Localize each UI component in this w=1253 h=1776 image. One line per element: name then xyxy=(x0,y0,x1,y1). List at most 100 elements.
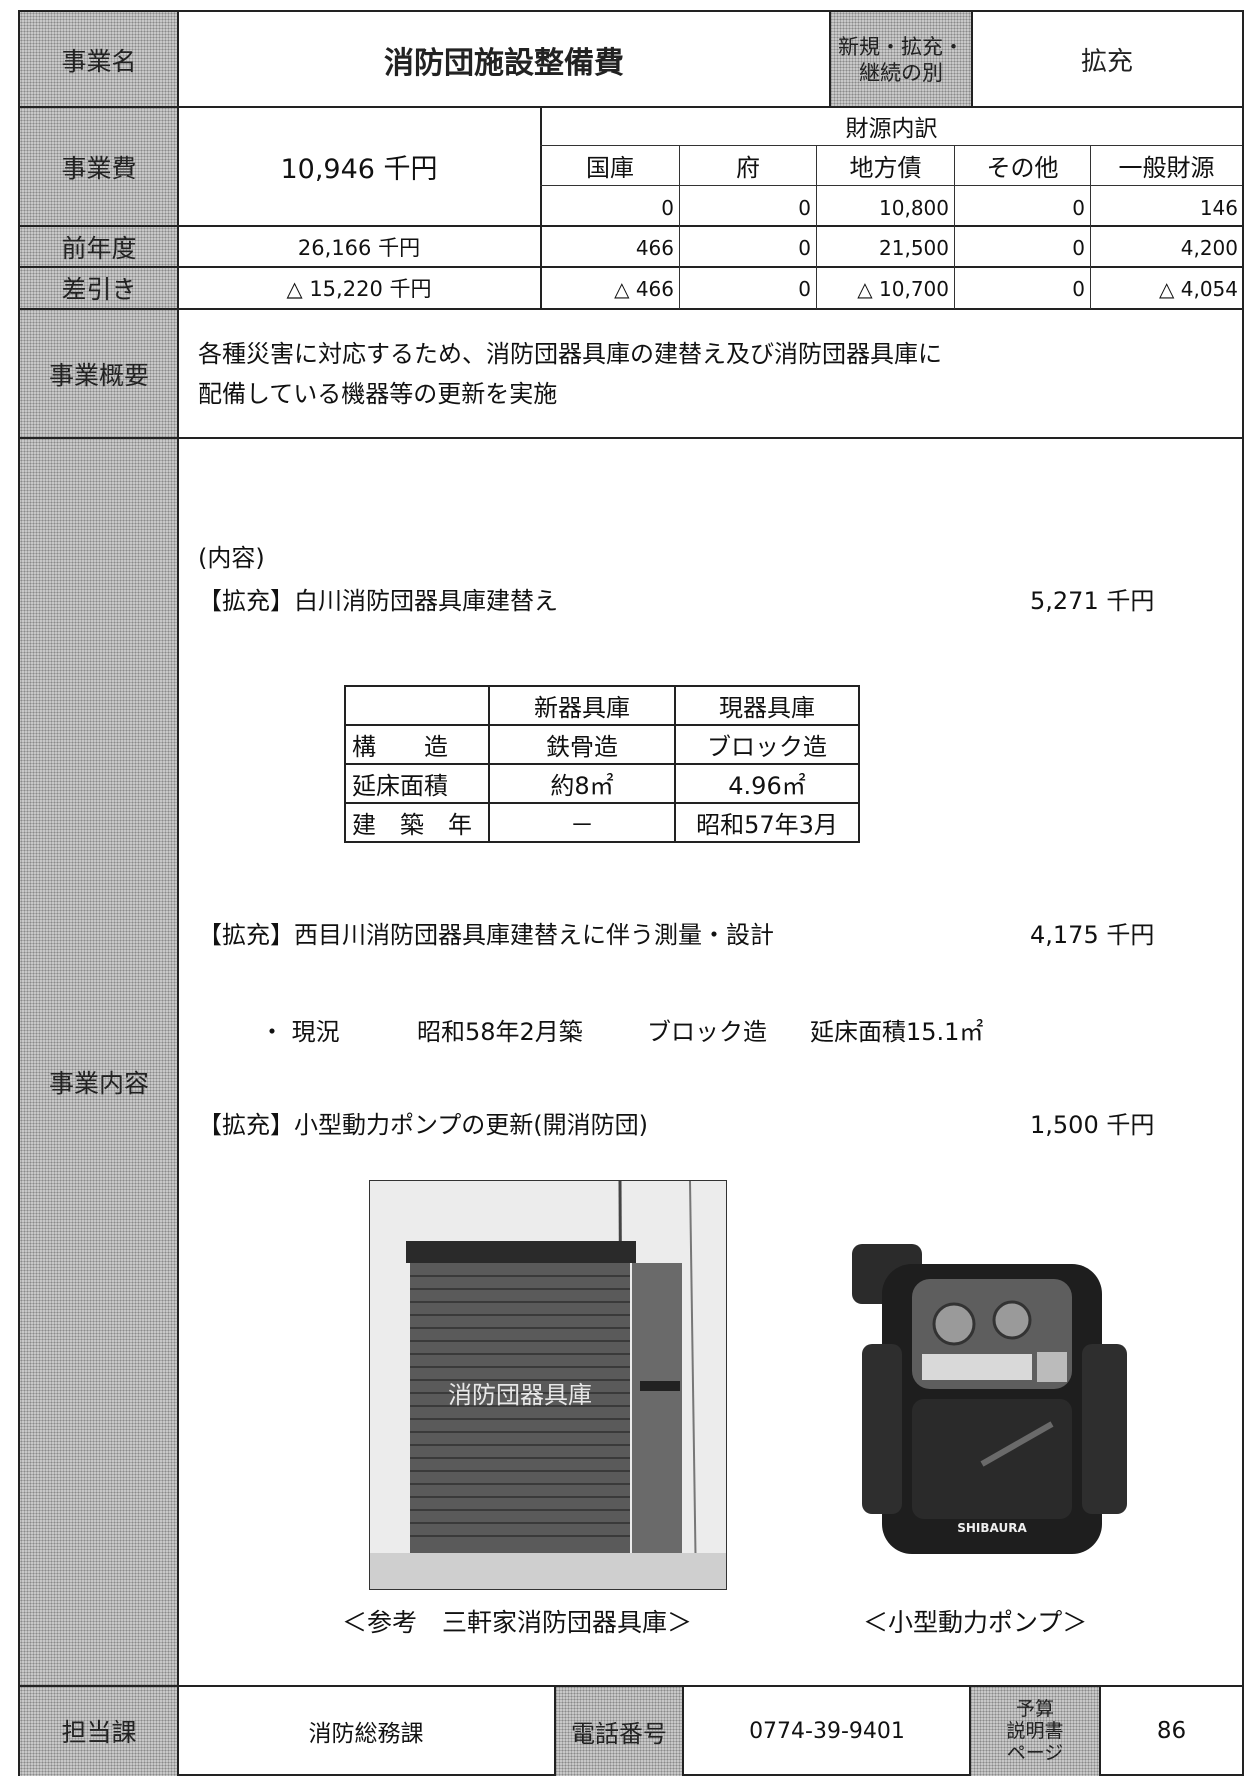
phone-label: 電話番号 xyxy=(571,1719,667,1748)
item3-amount: 1,500 千円 xyxy=(1030,1111,1155,1139)
divider-col-4 xyxy=(1090,146,1091,309)
item2-amount: 4,175 千円 xyxy=(1030,921,1155,949)
photo2-caption: ＜小型動力ポンプ＞ xyxy=(863,1608,1088,1637)
cell-prev-local-bond: 21,500 xyxy=(879,236,949,260)
spec-table-row: 延床面積 約8㎡ 4.96㎡ xyxy=(344,763,860,804)
spec-header-new: 新器具庫 xyxy=(488,685,676,726)
budget-sheet: 事業名 消防団施設整備費 新規・拡充・ 継続の別 拡充 事業費 前年度 差引き … xyxy=(18,10,1244,1776)
breakdown-label: 財源内訳 xyxy=(845,116,938,142)
cell-diff-national: △ 466 xyxy=(614,277,674,301)
column-header-prefecture: 府 xyxy=(736,154,760,182)
column-header-local-bond: 地方債 xyxy=(849,154,922,182)
fire-equipment-storehouse-photo: 消防団器具庫 xyxy=(369,1180,727,1590)
pump-brand-text: SHIBAURA xyxy=(957,1521,1027,1535)
dept-value: 消防総務課 xyxy=(308,1721,424,1747)
spec-row-new: － xyxy=(488,802,676,843)
prev-year-label: 前年度 xyxy=(61,233,137,263)
divider-funding-total xyxy=(540,107,542,309)
budget-page-label-line3: ページ xyxy=(1006,1742,1064,1764)
divider-prev-year xyxy=(20,266,1242,268)
divider-col-1 xyxy=(679,146,680,309)
budget-page-label: 予算 説明書 ページ xyxy=(970,1686,1100,1776)
spec-table: 新器具庫 現器具庫 構 造 鉄骨造 ブロック造 延床面積 約8㎡ 4.96㎡ 建… xyxy=(344,685,860,843)
storehouse-sign-text: 消防団器具庫 xyxy=(448,1381,592,1409)
phone-value: 0774-39-9401 xyxy=(749,1718,905,1744)
divider-footer-3 xyxy=(969,1686,971,1776)
cell-cost-national: 0 xyxy=(661,196,674,220)
divider-header xyxy=(20,106,1242,108)
label-bg-project-name xyxy=(20,12,178,107)
spec-row-label: 延床面積 xyxy=(344,763,490,804)
cell-cost-local-bond: 10,800 xyxy=(879,196,949,220)
label-bg-funding xyxy=(20,107,178,309)
spec-row-new: 約8㎡ xyxy=(488,763,676,804)
category-label: 新規・拡充・ 継続の別 xyxy=(830,22,972,97)
divider-header-value xyxy=(971,12,973,107)
label-bg-page xyxy=(970,1686,1100,1776)
divider-header-category xyxy=(829,12,831,107)
divider-footer xyxy=(20,1685,1242,1687)
divider-content xyxy=(20,437,1242,439)
spec-row-label: 構 造 xyxy=(344,724,490,765)
item1-amount: 5,271 千円 xyxy=(1030,587,1155,615)
project-name: 消防団施設整備費 xyxy=(384,45,624,81)
divider-breakdown-columns xyxy=(540,185,1242,186)
cell-cost-prefecture: 0 xyxy=(798,196,811,220)
item2-title: 【拡充】西目川消防団器具庫建替えに伴う測量・設計 xyxy=(198,921,774,949)
spec-table-header-row: 新器具庫 現器具庫 xyxy=(344,685,860,726)
cell-diff-prefecture: 0 xyxy=(798,277,811,301)
cell-prev-national: 466 xyxy=(635,236,674,260)
spec-row-current: 4.96㎡ xyxy=(674,763,860,804)
category-value: 拡充 xyxy=(1080,47,1133,77)
cell-cost-general: 146 xyxy=(1199,196,1238,220)
cell-diff-other: 0 xyxy=(1072,277,1085,301)
spec-row-label: 建 築 年 xyxy=(344,802,490,843)
difference-total: △ 15,220 千円 xyxy=(286,277,432,301)
category-label-line2: 継続の別 xyxy=(859,60,943,85)
dept-label: 担当課 xyxy=(61,1718,137,1747)
current-status-bullet: ・ 現況 xyxy=(260,1018,340,1046)
difference-label: 差引き xyxy=(61,275,137,304)
current-status-area: 延床面積15.1㎡ xyxy=(810,1018,984,1046)
pump-image: SHIBAURA xyxy=(852,1244,1127,1554)
divider-footer-2 xyxy=(682,1686,684,1776)
overview-line2: 配備している機器等の更新を実施 xyxy=(198,380,558,408)
photo1-caption: ＜参考 三軒家消防団器具庫＞ xyxy=(342,1608,693,1637)
project-cost-label: 事業費 xyxy=(61,153,137,183)
overview-line1: 各種災害に対応するため、消防団器具庫の建替え及び消防団器具庫に xyxy=(198,340,942,368)
label-bg-category xyxy=(830,12,972,107)
label-bg-content xyxy=(20,438,178,1686)
divider-footer-4 xyxy=(1099,1686,1101,1776)
column-header-national: 国庫 xyxy=(586,154,634,182)
label-bg-phone xyxy=(555,1686,683,1776)
cell-prev-general: 4,200 xyxy=(1180,236,1238,260)
spec-header-blank xyxy=(344,685,490,726)
budget-page-label-line1: 予算 xyxy=(1015,1698,1054,1720)
category-label-line1: 新規・拡充・ xyxy=(838,34,964,59)
cell-diff-general: △ 4,054 xyxy=(1159,277,1238,301)
column-header-general: 一般財源 xyxy=(1118,154,1215,182)
content-label: 事業内容 xyxy=(48,1069,149,1098)
current-status-built: 昭和58年2月築 xyxy=(417,1018,583,1046)
spec-table-row: 構 造 鉄骨造 ブロック造 xyxy=(344,724,860,765)
divider-funding-main xyxy=(20,225,1242,227)
overview-label: 事業概要 xyxy=(48,360,149,390)
prev-year-total: 26,166 千円 xyxy=(297,235,421,260)
spec-header-current: 現器具庫 xyxy=(674,685,860,726)
column-header-other: その他 xyxy=(986,154,1059,182)
divider-footer-1 xyxy=(554,1686,556,1776)
cell-diff-local-bond: △ 10,700 xyxy=(857,277,949,301)
divider-label-column xyxy=(177,12,179,1776)
project-name-label: 事業名 xyxy=(61,46,137,76)
spec-row-current: ブロック造 xyxy=(674,724,860,765)
cell-prev-prefecture: 0 xyxy=(798,236,811,260)
spec-table-row: 建 築 年 － 昭和57年3月 xyxy=(344,802,860,843)
label-bg-overview xyxy=(20,309,178,438)
content-heading: (内容) xyxy=(198,544,265,572)
cell-prev-other: 0 xyxy=(1072,236,1085,260)
label-bg-dept xyxy=(20,1686,178,1776)
divider-overview xyxy=(20,308,1242,310)
spec-row-new: 鉄骨造 xyxy=(488,724,676,765)
portable-pump-photo: SHIBAURA xyxy=(842,1224,1142,1569)
storehouse-image: 消防団器具庫 xyxy=(370,1181,726,1589)
